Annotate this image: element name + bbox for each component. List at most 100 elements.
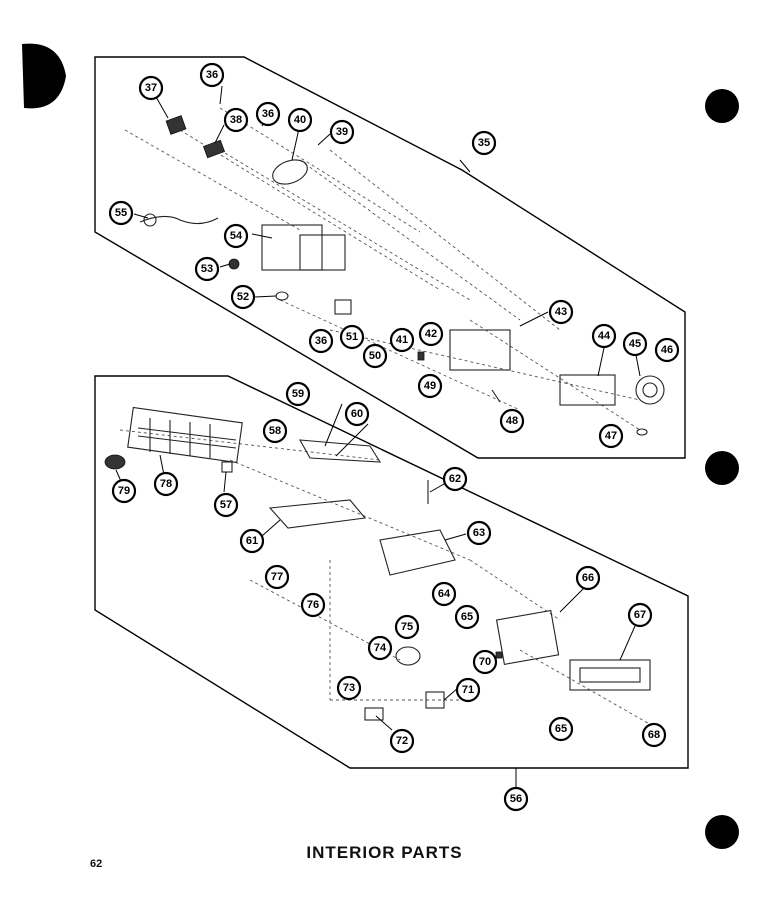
callout-75: 75 [394,614,420,640]
diagram-title: INTERIOR PARTS [306,843,463,862]
svg-text:65: 65 [461,611,473,623]
svg-text:76: 76 [307,599,319,611]
svg-text:45: 45 [629,338,641,350]
svg-text:51: 51 [346,331,358,343]
callout-65b: 65 [548,716,574,742]
callout-35: 35 [471,130,497,156]
svg-text:58: 58 [269,425,281,437]
callout-76: 76 [300,592,326,618]
svg-text:41: 41 [396,334,408,346]
callout-47: 47 [598,423,624,449]
svg-text:68: 68 [648,729,660,741]
callout-59: 59 [285,381,311,407]
callout-74: 74 [367,635,393,661]
svg-text:54: 54 [230,230,243,242]
page-number: 62 [90,858,103,870]
callout-70: 70 [472,649,498,675]
svg-text:50: 50 [369,350,381,362]
svg-text:59: 59 [292,388,304,400]
svg-text:75: 75 [401,621,413,633]
leader-lines [115,85,641,731]
callout-40: 40 [287,107,313,133]
callout-46: 46 [654,337,680,363]
svg-text:39: 39 [336,126,348,138]
callout-39: 39 [329,119,355,145]
callout-36a: 36 [199,62,225,88]
svg-text:66: 66 [582,572,594,584]
callout-51: 51 [339,324,365,350]
callout-labels: 35 36 36 36 37 38 39 40 41 42 43 44 45 4… [108,62,680,812]
callout-44: 44 [591,323,617,349]
svg-text:62: 62 [449,473,461,485]
callout-41: 41 [389,327,415,353]
svg-text:78: 78 [160,478,172,490]
svg-text:49: 49 [424,380,436,392]
binder-holes [22,43,739,849]
svg-text:72: 72 [396,735,408,747]
svg-text:48: 48 [506,415,518,427]
svg-text:35: 35 [478,137,490,149]
svg-text:77: 77 [271,571,283,583]
svg-text:46: 46 [661,344,673,356]
svg-text:71: 71 [462,684,474,696]
callout-56: 56 [503,786,529,812]
svg-text:42: 42 [425,328,437,340]
callout-53: 53 [194,256,220,282]
svg-text:36: 36 [206,69,218,81]
callout-64: 64 [431,581,457,607]
callout-66: 66 [575,565,601,591]
svg-text:63: 63 [473,527,485,539]
upper-parts [139,115,665,436]
callout-61: 61 [239,528,265,554]
svg-text:36: 36 [315,335,327,347]
callout-67: 67 [627,602,653,628]
svg-text:61: 61 [246,535,258,547]
callout-57: 57 [213,492,239,518]
callout-72: 72 [389,728,415,754]
callout-73: 73 [336,675,362,701]
svg-text:57: 57 [220,499,232,511]
callout-37: 37 [138,75,164,101]
callout-71: 71 [455,677,481,703]
lower-parts [104,406,651,721]
svg-text:74: 74 [374,642,387,654]
svg-text:73: 73 [343,682,355,694]
callout-52: 52 [230,284,256,310]
svg-text:56: 56 [510,793,522,805]
callout-63: 63 [466,520,492,546]
svg-text:60: 60 [351,408,363,420]
callout-54: 54 [223,223,249,249]
svg-text:55: 55 [115,207,127,219]
callout-45: 45 [622,331,648,357]
svg-text:47: 47 [605,430,617,442]
callout-65a: 65 [454,604,480,630]
svg-text:44: 44 [598,330,611,342]
callout-48: 48 [499,408,525,434]
callout-50: 50 [362,343,388,369]
svg-text:38: 38 [230,114,242,126]
callout-55: 55 [108,200,134,226]
callout-43: 43 [548,299,574,325]
callout-77: 77 [264,564,290,590]
svg-text:64: 64 [438,588,451,600]
svg-text:36: 36 [262,108,274,120]
upper-assembly-outline [94,56,686,459]
svg-text:65: 65 [555,723,567,735]
lower-assembly-outline [94,375,689,769]
callout-58: 58 [262,418,288,444]
callout-79: 79 [111,478,137,504]
callout-49: 49 [417,373,443,399]
callout-38: 38 [223,107,249,133]
callout-36b: 36 [255,101,281,127]
svg-text:79: 79 [118,485,130,497]
svg-text:53: 53 [201,263,213,275]
callout-42: 42 [418,321,444,347]
callout-60: 60 [344,401,370,427]
svg-text:52: 52 [237,291,249,303]
callout-62: 62 [442,466,468,492]
callout-78: 78 [153,471,179,497]
svg-text:40: 40 [294,114,306,126]
svg-text:43: 43 [555,306,567,318]
callout-68: 68 [641,722,667,748]
